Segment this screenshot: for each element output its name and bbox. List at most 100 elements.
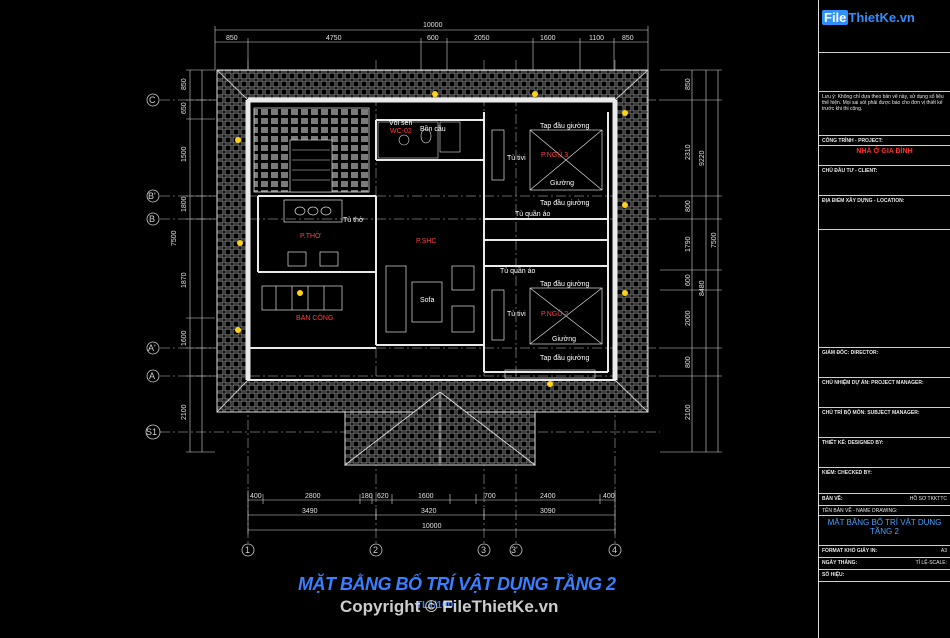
svg-text:S1: S1: [146, 427, 157, 437]
svg-text:A': A': [148, 343, 156, 353]
dim-top-4: 1600: [540, 35, 556, 42]
dim-left-0: 850: [181, 78, 188, 90]
axis-bubble-1: 1: [241, 543, 255, 557]
axis-bubble-b: B: [146, 212, 160, 226]
svg-text:B': B': [148, 191, 156, 201]
dim-left-6: 2100: [181, 404, 188, 420]
tb-date-label: NGÀY THÁNG:: [822, 560, 858, 566]
dim-bottom-r1-2: 180: [361, 493, 373, 500]
dim-bottom-r2-2: 3090: [540, 508, 556, 515]
dim-right-0: 850: [685, 78, 692, 90]
dim-bottom-r1-4: 1600: [418, 493, 434, 500]
tb-director-label: GIÁM ĐỐC: DIRECTOR:: [822, 350, 879, 356]
svg-text:B: B: [149, 214, 155, 224]
label-tu-quan-ao-3: Tủ quần áo: [515, 209, 551, 218]
axis-bubble-3-prime: 3': [509, 543, 523, 557]
label-tu-tivi-3: Tủ tivi: [507, 154, 526, 162]
tb-client-label: CHỦ ĐẦU TƯ - CLIENT:: [822, 168, 878, 174]
svg-text:3: 3: [481, 545, 486, 555]
dim-top-0: 850: [226, 35, 238, 42]
brand-rest: ThietKe.vn: [848, 10, 915, 25]
svg-text:C: C: [149, 95, 156, 105]
dim-right-mid-0: 9220: [699, 150, 706, 166]
tb-drawing-name: MẶT BẰNG BỐ TRÍ VẬT DỤNG TẦNG 2: [819, 516, 950, 546]
label-giuong-3: Giường: [550, 180, 574, 187]
tb-chief-label: CHỦ TRÌ BỘ MÔN: SUBJECT MANAGER:: [822, 410, 920, 416]
axis-bubble-3: 3: [477, 543, 491, 557]
dim-bottom-r2-0: 3490: [302, 508, 318, 515]
drawing-title: MẶT BẰNG BỐ TRÍ VẬT DỤNG TẦNG 2: [298, 574, 616, 594]
label-tu-quan-ao-2: Tủ quần áo: [500, 266, 536, 275]
label-ban-cong: BAN CÔNG: [296, 313, 333, 322]
dim-top-3: 2050: [474, 35, 490, 42]
axis-bubble-2: 2: [369, 543, 383, 557]
dim-left-total: 7500: [171, 230, 178, 246]
worship-room: [283, 199, 343, 267]
dim-right-5: 2000: [685, 310, 692, 326]
wc-room: [377, 121, 461, 159]
label-voi-sen: Vòi sen: [389, 120, 412, 127]
dim-bottom-r1-6: 2400: [540, 493, 556, 500]
label-giuong-2: Giường: [552, 336, 576, 343]
dim-right-total: 7500: [711, 232, 718, 248]
label-tu-tivi-2: Tủ tivi: [507, 310, 526, 318]
tb-drawing-label: BẢN VẼ:: [822, 496, 843, 502]
tb-location-label: ĐỊA ĐIỂM XÂY DỰNG - LOCATION:: [822, 198, 905, 204]
tb-format-value: A3: [940, 548, 947, 554]
porch-roof: [343, 391, 537, 466]
dim-left-2: 1500: [181, 146, 188, 162]
walls: [245, 97, 618, 381]
title-block: Lưu ý: Không chỉ dựa theo bản vẽ này, sử…: [818, 0, 950, 638]
tb-drawing-name-label: TÊN BẢN VẼ - NAME DRAWING:: [822, 508, 898, 514]
floor-plan-drawing: 10000 850 4750 600 2050 1600 1100 850 85…: [145, 22, 722, 557]
dim-top-5: 1100: [589, 35, 604, 42]
balcony: [261, 285, 343, 311]
tb-project-name: NHÀ Ở GIA ĐÌNH: [819, 146, 950, 166]
dim-top-total: 10000: [423, 22, 443, 29]
label-wc: WC-02: [390, 128, 412, 135]
dim-right-7: 2100: [685, 404, 692, 420]
label-tho: P.THỜ: [300, 231, 321, 240]
family-room: [385, 265, 475, 333]
dimensions-left: [186, 69, 215, 453]
label-ngu2: P.NGỦ 2: [541, 309, 568, 318]
dim-bottom-total: 10000: [422, 523, 442, 530]
copyright-watermark: Copyright © FileThietKe.vn: [340, 597, 559, 616]
label-tu-tho: Tủ thờ: [343, 216, 364, 224]
drawing-scale: TL1/100: [416, 600, 454, 611]
dim-bottom-r1-3: 620: [377, 493, 389, 500]
dim-right-mid-1: 8480: [699, 280, 706, 296]
dim-right-4: 600: [685, 274, 692, 286]
label-tap-dau-giuong-3: Tap đầu giường: [540, 121, 589, 130]
svg-text:A: A: [149, 371, 155, 381]
axis-bubble-s1: S1: [145, 424, 161, 440]
tb-format-label: FORMAT KHỔ GIẤY IN:: [822, 548, 878, 554]
tb-drawing-code: HỒ SƠ TKKTTC: [909, 496, 947, 502]
dim-left-3: 1800: [181, 196, 188, 212]
dim-left-5: 1600: [181, 330, 188, 346]
dim-right-1: 2310: [685, 144, 692, 160]
tb-pm-label: CHỦ NHIỆM DỰ ÁN: PROJECT MANAGER:: [822, 380, 924, 386]
dim-right-6: 800: [685, 356, 692, 368]
tb-note: Lưu ý: Không chỉ dựa theo bản vẽ này, sử…: [819, 92, 950, 136]
dim-right-3: 1790: [685, 236, 692, 252]
svg-text:2: 2: [373, 545, 378, 555]
bedroom-2: [491, 287, 603, 379]
dim-bottom-r1-7: 400: [603, 493, 615, 500]
axis-bubble-b-prime: B': [146, 189, 160, 203]
tb-sheet-label: SỐ HIỆU:: [822, 572, 845, 578]
dimensions-top: [214, 26, 649, 70]
dimensions-bottom: [247, 490, 616, 534]
axis-bubble-a: A: [146, 369, 160, 383]
dim-bottom-r1-1: 2800: [305, 493, 321, 500]
dim-top-1: 4750: [326, 35, 342, 42]
axis-bubble-c: C: [146, 93, 160, 107]
dim-top-6: 850: [622, 35, 634, 42]
svg-text:3': 3': [511, 545, 518, 555]
dimensions-right: [660, 69, 722, 453]
bedroom-3: [491, 129, 603, 191]
tb-scale-label: TỈ LỆ-SCALE:: [915, 560, 947, 566]
light-markers: [235, 91, 628, 387]
axis-bubble-4: 4: [608, 543, 622, 557]
